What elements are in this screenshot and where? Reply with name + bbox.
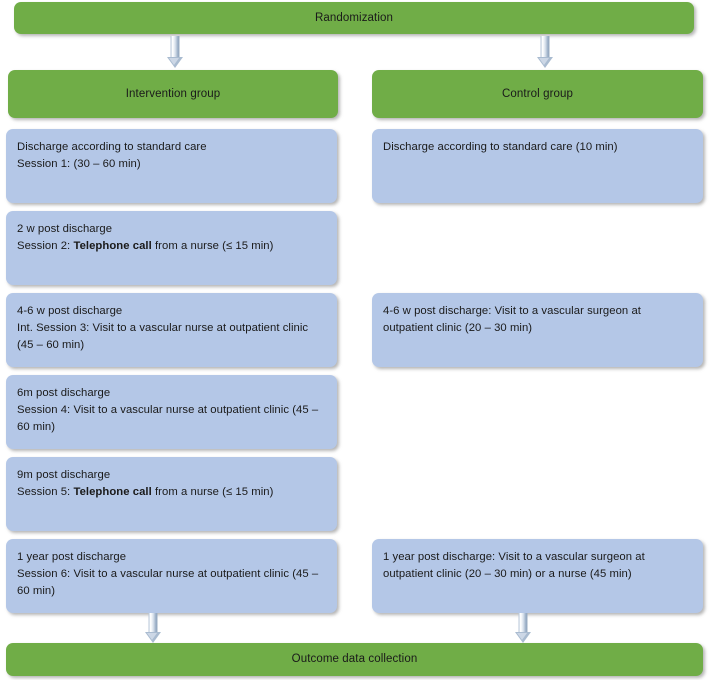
line-2-prefix: Session 6: Visit to a vascular nurse at … — [17, 567, 319, 597]
intervention-step-4-text: 6m post discharge Session 4: Visit to a … — [17, 385, 326, 436]
node-control-group-label: Control group — [502, 87, 573, 100]
node-intervention-step-5[interactable]: 9m post discharge Session 5: Telephone c… — [6, 457, 337, 531]
line-2-bold: Telephone call — [73, 239, 152, 252]
line-2-prefix: Session 2: — [17, 239, 74, 252]
arrow-control-to-outcome — [512, 613, 534, 643]
line-1: 6m post discharge — [17, 387, 111, 399]
line-2-bold: Telephone call — [73, 485, 152, 498]
arrow-randomization-to-control — [534, 36, 556, 68]
line-1: 1 year post discharge — [17, 551, 127, 563]
line-1: Discharge according to standard care — [17, 141, 207, 153]
arrow-shaft — [148, 613, 158, 633]
line-1: 2 w post discharge — [17, 223, 113, 235]
node-randomization-label: Randomization — [314, 11, 393, 24]
intervention-step-2-text: 2 w post discharge Session 2: Telephone … — [17, 221, 326, 255]
line-2-prefix: Int. Session 3: Visit to a vascular nurs… — [17, 321, 309, 351]
node-intervention-step-4[interactable]: 6m post discharge Session 4: Visit to a … — [6, 375, 337, 449]
intervention-step-3-text: 4-6 w post discharge Int. Session 3: Vis… — [17, 303, 326, 354]
arrow-head — [537, 57, 553, 68]
node-control-step-2[interactable]: 4-6 w post discharge: Visit to a vascula… — [372, 293, 703, 367]
control-step-3-text: 1 year post discharge: Visit to a vascul… — [383, 551, 645, 580]
line-2-prefix: Session 1: (30 – 60 min) — [17, 157, 141, 170]
node-intervention-step-2[interactable]: 2 w post discharge Session 2: Telephone … — [6, 211, 337, 285]
intervention-step-1-text: Discharge according to standard care Ses… — [17, 139, 326, 173]
node-randomization[interactable]: Randomization — [14, 2, 694, 34]
arrow-shaft — [540, 36, 550, 58]
line-2-prefix: Session 5: — [17, 485, 74, 498]
arrow-head — [167, 57, 183, 68]
arrow-shaft — [170, 36, 180, 58]
node-control-step-1[interactable]: Discharge according to standard care (10… — [372, 129, 703, 203]
line-1: 4-6 w post discharge — [17, 305, 123, 317]
node-intervention-group[interactable]: Intervention group — [8, 70, 338, 118]
arrow-head — [145, 632, 161, 643]
control-step-1-text: Discharge according to standard care (10… — [383, 141, 618, 153]
arrow-intervention-to-outcome — [142, 613, 164, 643]
node-outcome-data-collection[interactable]: Outcome data collection — [6, 643, 703, 676]
line-2-prefix: Session 4: Visit to a vascular nurse at … — [17, 403, 319, 433]
intervention-step-6-text: 1 year post discharge Session 6: Visit t… — [17, 549, 326, 600]
node-intervention-step-6[interactable]: 1 year post discharge Session 6: Visit t… — [6, 539, 337, 613]
control-step-2-text: 4-6 w post discharge: Visit to a vascula… — [383, 305, 641, 334]
arrow-head-highlight — [169, 58, 179, 65]
arrow-head-highlight — [539, 58, 549, 65]
line-1: 9m post discharge — [17, 469, 111, 481]
node-intervention-step-1[interactable]: Discharge according to standard care Ses… — [6, 129, 337, 203]
arrow-head-highlight — [147, 633, 157, 640]
node-intervention-step-3[interactable]: 4-6 w post discharge Int. Session 3: Vis… — [6, 293, 337, 367]
node-intervention-group-label: Intervention group — [125, 87, 221, 100]
arrow-randomization-to-intervention — [164, 36, 186, 68]
arrow-shaft — [518, 613, 528, 633]
arrow-head — [515, 632, 531, 643]
intervention-step-5-text: 9m post discharge Session 5: Telephone c… — [17, 467, 326, 501]
node-control-group[interactable]: Control group — [372, 70, 703, 118]
node-control-step-3[interactable]: 1 year post discharge: Visit to a vascul… — [372, 539, 703, 613]
line-2-suffix: from a nurse (≤ 15 min) — [151, 485, 274, 498]
node-outcome-data-collection-label: Outcome data collection — [291, 653, 418, 666]
line-2-suffix: from a nurse (≤ 15 min) — [151, 239, 274, 252]
arrow-head-highlight — [517, 633, 527, 640]
